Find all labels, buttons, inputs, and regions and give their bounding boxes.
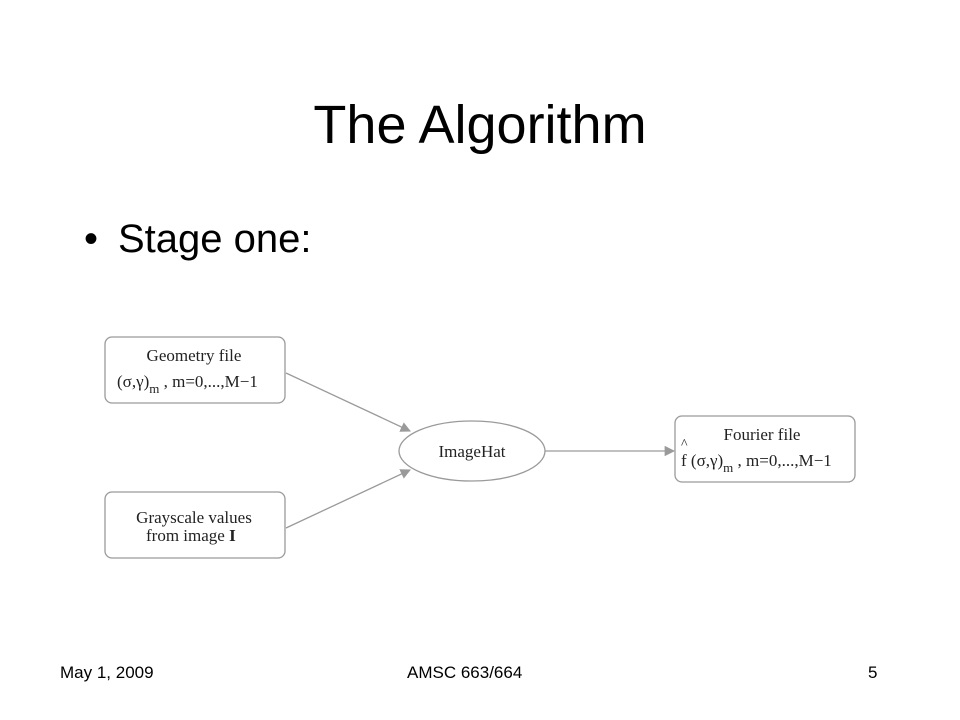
- slide-title: The Algorithm: [313, 95, 647, 155]
- bullet-item: • Stage one:: [84, 214, 312, 264]
- fourier-hat-mark: ^: [681, 437, 688, 452]
- fourier-node-line1: Fourier file: [724, 425, 801, 444]
- grayscale-node-line1: Grayscale values: [136, 508, 252, 527]
- footer-date: May 1, 2009: [60, 663, 154, 682]
- edge-grayscale-to-imagehat: [285, 469, 411, 529]
- bullet-dot-icon: •: [84, 217, 99, 261]
- bullet-text: Stage one:: [118, 217, 312, 261]
- geometry-node-line2: (σ,γ)m , m=0,...,M−1: [117, 372, 258, 396]
- grayscale-node-line2: from image I: [146, 526, 236, 545]
- grayscale-values-node: Grayscale values from image I: [104, 491, 286, 559]
- fourier-file-node: Fourier file ^ f (σ,γ)m , m=0,...,M−1: [674, 415, 856, 483]
- geometry-file-node: Geometry file (σ,γ)m , m=0,...,M−1: [104, 336, 286, 404]
- edge-geometry-to-imagehat: [285, 372, 411, 432]
- footer-course: AMSC 663/664: [407, 663, 523, 682]
- footer-page-number: 5: [868, 663, 878, 682]
- fourier-node-line2: f (σ,γ)m , m=0,...,M−1: [681, 451, 832, 475]
- imagehat-process-node: ImageHat: [398, 420, 546, 482]
- geometry-node-line1: Geometry file: [147, 346, 242, 365]
- imagehat-label: ImageHat: [438, 442, 505, 461]
